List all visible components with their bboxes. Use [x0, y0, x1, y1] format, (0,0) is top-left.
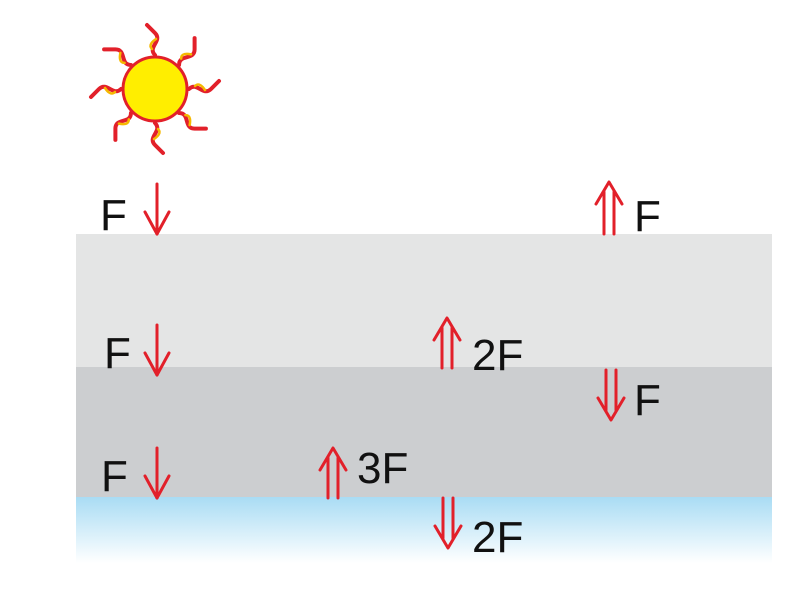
solar-top-down-arrow-icon	[143, 182, 171, 236]
lower-layer-down-label: 2F	[472, 513, 523, 562]
upper-layer-up-arrow-icon	[432, 316, 462, 370]
lower-layer-down-arrow-icon	[433, 496, 463, 550]
space-emission-label: F	[634, 192, 661, 241]
solar-bottom-label: F	[101, 452, 128, 501]
solar-bottom-down-arrow-icon	[143, 446, 171, 500]
lower-layer-up-arrow-icon	[318, 446, 348, 500]
sun-icon	[89, 23, 221, 155]
ground-surface	[76, 497, 772, 563]
solar-mid-down-arrow-icon	[143, 323, 171, 377]
solar-top-label: F	[100, 191, 127, 240]
upper-layer-up-label: 2F	[472, 331, 523, 380]
lower-layer-up-label: 3F	[357, 444, 408, 493]
solar-mid-label: F	[104, 329, 131, 378]
upper-layer-down-arrow-icon	[596, 368, 626, 422]
space-emission-up-arrow-icon	[594, 180, 624, 236]
lower-atmosphere-layer	[76, 367, 772, 498]
upper-atmosphere-layer	[76, 234, 772, 368]
upper-layer-down-label: F	[634, 376, 661, 425]
